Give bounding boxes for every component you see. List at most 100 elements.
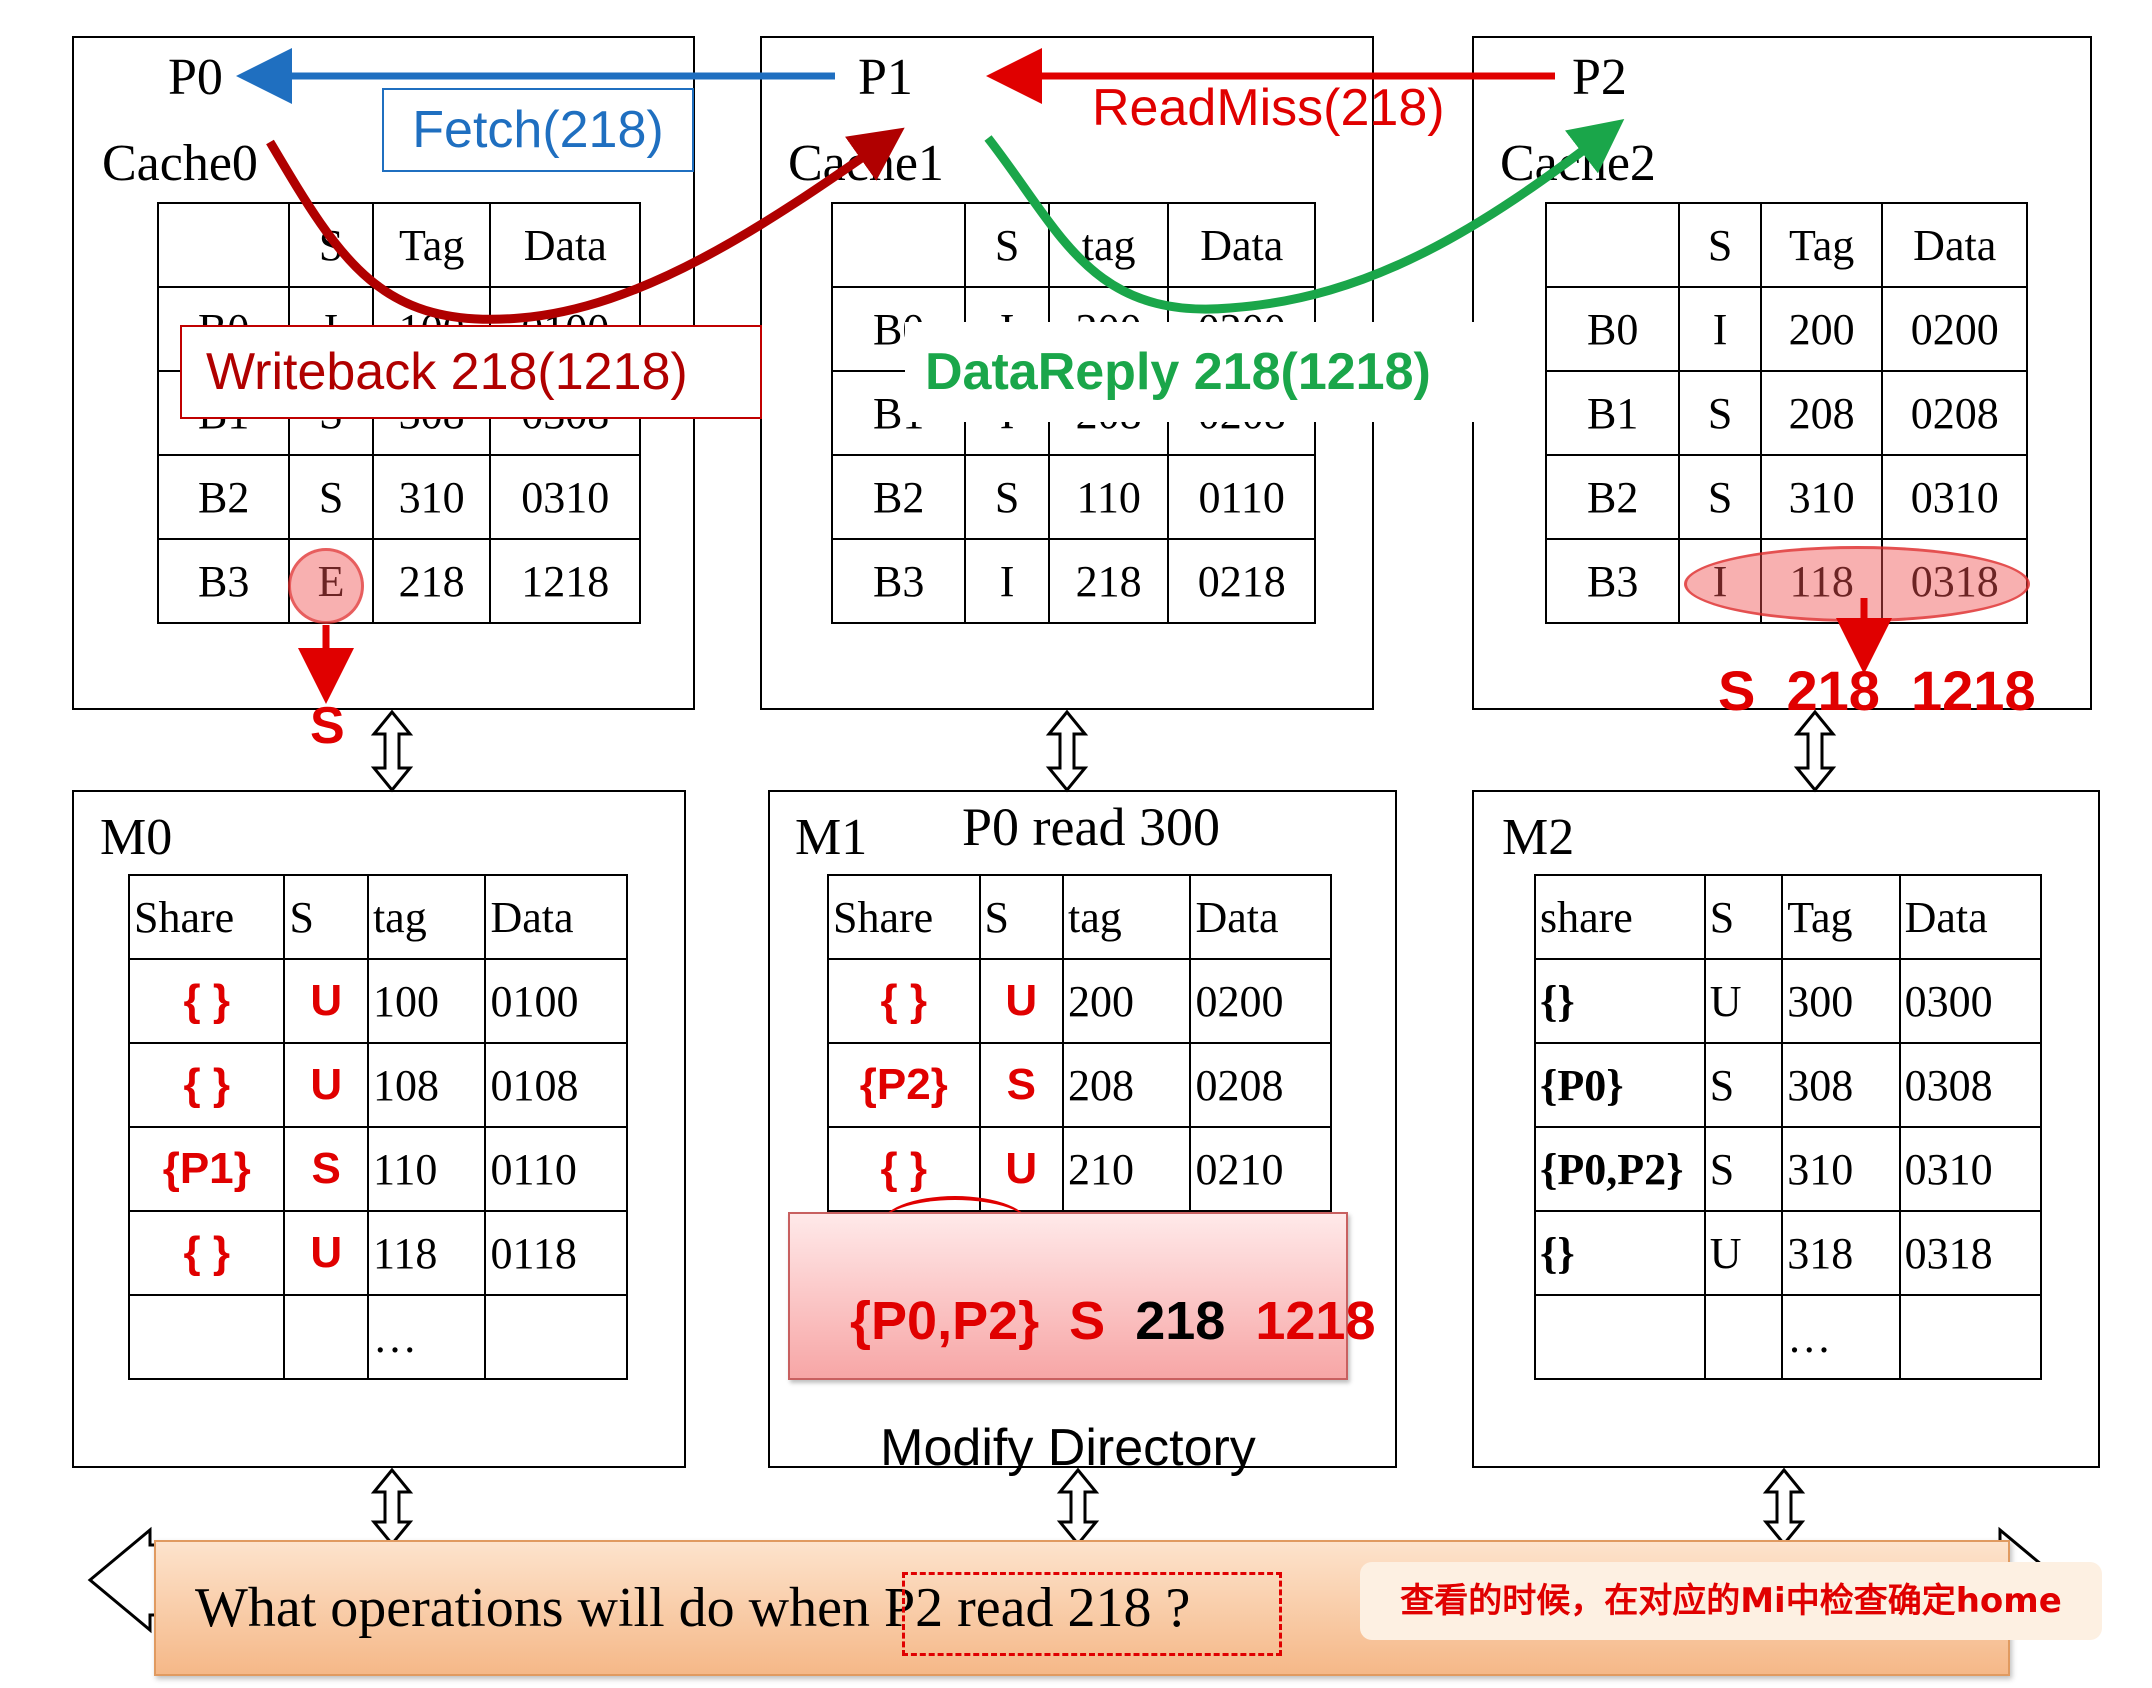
cell: 208	[1759, 370, 1884, 456]
cell: 1218	[489, 538, 641, 624]
cell: 0108	[484, 1042, 628, 1128]
table-row: { } U 100 0100	[127, 958, 628, 1044]
question-highlight	[902, 1572, 1282, 1656]
cell: …	[366, 1294, 487, 1380]
share-cell: {P1}	[127, 1126, 286, 1212]
share-cell: { }	[127, 1210, 286, 1296]
state-cell: U	[283, 958, 369, 1044]
state-cell: U	[1703, 1210, 1784, 1296]
cell: 0118	[484, 1210, 628, 1296]
table-row: {P0} S 308 0308	[1534, 1042, 2043, 1128]
table-header: Share S tag Data	[827, 874, 1332, 960]
home-note: 查看的时候，在对应的Mi中检查确定home	[1360, 1562, 2102, 1640]
cell: 200	[1062, 958, 1192, 1044]
m1-box	[768, 790, 1397, 1468]
cell: 218	[1047, 538, 1170, 624]
col-header: S	[964, 202, 1050, 288]
cell: B3	[156, 538, 291, 624]
bus-arrow-m0-bus	[370, 1467, 414, 1547]
p1-label: P1	[858, 49, 913, 106]
directory-update-callout: {P0,P2} S 218 1218 Modify Directory	[788, 1212, 1375, 1477]
p0-label: P0	[168, 49, 223, 106]
cell: 110	[1047, 454, 1170, 540]
table-header: share S Tag Data	[1534, 874, 2043, 960]
cell: I	[964, 538, 1050, 624]
bus-arrow-m2-bus	[1762, 1467, 1806, 1547]
col-header: Tag	[1759, 202, 1884, 288]
table-row: {P2} S 208 0208	[827, 1042, 1332, 1128]
cell	[1534, 1294, 1706, 1380]
col-header: Data	[484, 874, 628, 960]
share-cell: { }	[127, 1042, 286, 1128]
cell	[1898, 1294, 2043, 1380]
dir-data: 1218	[1255, 1291, 1376, 1351]
state-cell: U	[978, 1126, 1065, 1212]
cell	[127, 1294, 286, 1380]
e-state-highlight	[288, 548, 364, 624]
table-row: …	[127, 1294, 628, 1380]
bus-arrow-p1-m1	[1045, 709, 1089, 793]
col-header	[830, 202, 967, 288]
writeback-curve	[266, 127, 905, 324]
cell: S	[1678, 454, 1762, 540]
cell: 0100	[484, 958, 628, 1044]
cell: B2	[830, 454, 967, 540]
cell	[484, 1294, 628, 1380]
share-cell: {P2}	[827, 1042, 981, 1128]
cell: 0110	[484, 1126, 628, 1212]
table-row: B2 S 310 0310	[156, 454, 641, 540]
col-header: share	[1534, 874, 1706, 960]
cell: S	[1678, 370, 1762, 456]
cell: 318	[1781, 1210, 1901, 1296]
datareply-curve	[984, 119, 1625, 314]
readmiss-label: ReadMiss(218)	[1092, 79, 1445, 137]
state-cell: U	[283, 1210, 369, 1296]
m2-label: M2	[1502, 809, 1575, 866]
m0-label: M0	[100, 809, 173, 866]
cell: 0210	[1189, 1126, 1332, 1212]
share-cell: { }	[127, 958, 286, 1044]
directory-entry: {P0,P2} S 218 1218	[790, 1228, 1375, 1414]
cell: 108	[366, 1042, 487, 1128]
cell: B1	[1544, 370, 1681, 456]
cell: 200	[1759, 286, 1884, 372]
col-header: Tag	[371, 202, 492, 288]
col-header: Data	[1881, 202, 2028, 288]
share-cell: {P0}	[1534, 1042, 1706, 1128]
cell: 0200	[1881, 286, 2028, 372]
table-row: {} U 300 0300	[1534, 958, 2043, 1044]
col-header: S	[1703, 874, 1784, 960]
cell: 0208	[1881, 370, 2028, 456]
cell: 0208	[1189, 1042, 1332, 1128]
state-cell: S	[1703, 1126, 1784, 1212]
cell: 0310	[489, 454, 641, 540]
col-header: Data	[1898, 874, 2043, 960]
directory-update-highlight	[880, 1196, 1030, 1256]
table-header: S Tag Data	[1544, 202, 2028, 288]
cell: 310	[371, 454, 492, 540]
state-cell: S	[1703, 1042, 1784, 1128]
cell: I	[1678, 286, 1762, 372]
table-row: …	[1534, 1294, 2043, 1380]
cell: B3	[1544, 538, 1681, 624]
dir-tag: 218	[1135, 1291, 1226, 1351]
m0-table: Share S tag Data { } U 100 0100 { } U 10…	[127, 874, 628, 1380]
cell: 0300	[1898, 958, 2043, 1044]
cell: 0310	[1898, 1126, 2043, 1212]
cell: 210	[1062, 1126, 1192, 1212]
cell: B0	[1544, 286, 1681, 372]
table-header: Share S tag Data	[127, 874, 628, 960]
col-header	[1544, 202, 1681, 288]
col-header	[156, 202, 291, 288]
table-row: B0 I 200 0200	[1544, 286, 2028, 372]
table-row: { } U 118 0118	[127, 1210, 628, 1296]
table-row: B2 S 110 0110	[830, 454, 1316, 540]
cell	[283, 1294, 369, 1380]
m2-box	[1472, 790, 2100, 1468]
bus-arrow-m1-bus	[1056, 1467, 1100, 1547]
datareply-label: DataReply 218(1218)	[905, 322, 1477, 422]
bus-arrow-p0-m0	[370, 709, 414, 793]
question-text: What operations will do when P2 read 218…	[195, 1577, 1191, 1639]
writeback-label: Writeback 218(1218)	[180, 325, 762, 419]
table-row: { } U 108 0108	[127, 1042, 628, 1128]
